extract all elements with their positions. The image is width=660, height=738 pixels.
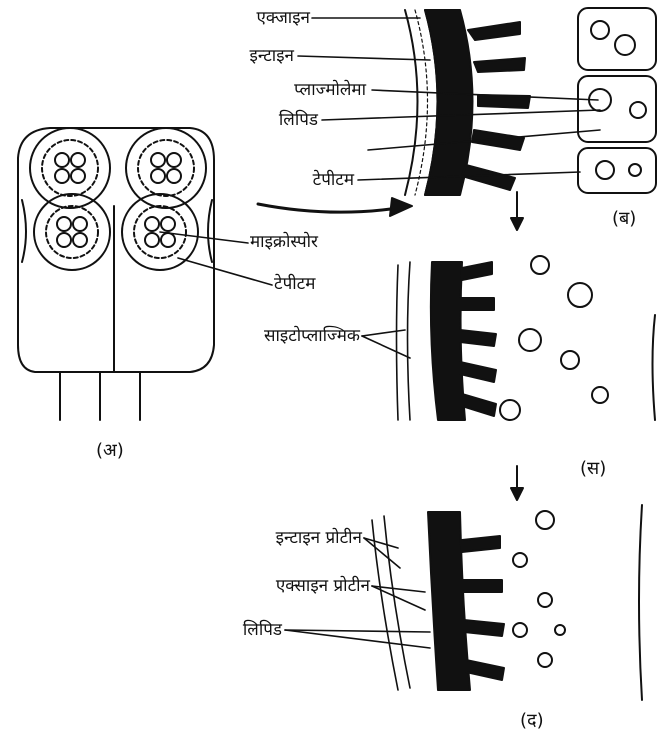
- label-intine: इन्टाइन: [134, 46, 294, 66]
- leader-lines-c: [362, 330, 410, 358]
- label-plasmalemma: प्लाज्मोलेमा: [206, 80, 366, 100]
- label-intine-protein: इन्टाइन प्रोटीन: [196, 528, 362, 548]
- wall-section-c: [397, 256, 656, 420]
- wall-section-b: [405, 8, 656, 195]
- label-tapetum-mid: टेपीटम: [274, 274, 315, 294]
- label-lipid-top: लिपिड: [158, 110, 318, 130]
- wall-section-d: [372, 505, 642, 700]
- curved-arrow-a-to-b: [258, 198, 412, 216]
- label-exine: एक्जाइन: [150, 8, 310, 28]
- arrow-b-to-c: [511, 192, 523, 230]
- panel-label-c: (स): [580, 456, 606, 480]
- label-exine-protein: एक्साइन प्रोटीन: [196, 576, 370, 596]
- label-microspore: माइक्रोस्पोर: [250, 232, 318, 252]
- label-tapetum-top: टेपीटम: [194, 170, 354, 190]
- label-cytoplasmic: साइटोप्लाज्मिक: [196, 326, 360, 346]
- panel-label-a: (अ): [96, 438, 124, 462]
- panel-label-d: (द): [520, 708, 544, 732]
- anther-drawing: [18, 128, 214, 420]
- label-lipid-bottom: लिपिड: [170, 620, 282, 640]
- panel-label-b: (ब): [612, 206, 636, 230]
- arrow-c-to-d: [511, 466, 523, 500]
